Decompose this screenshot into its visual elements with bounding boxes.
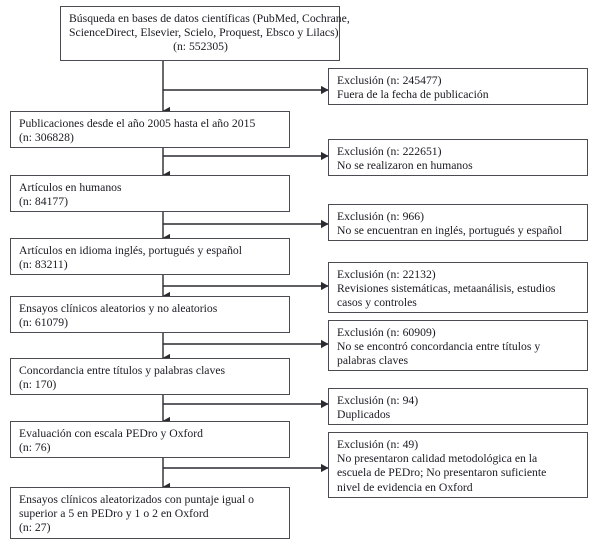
exclusion-box-excl-humans-line: No se realizaron en humanos [337,159,473,173]
exclusion-box-excl-humans: Exclusión (n: 222651)No se realizaron en… [328,139,588,176]
exclusion-box-excl-concordance: Exclusión (n: 60909)No se encontró conco… [328,320,588,371]
flow-box-humans-line: Artículos en humanos [19,181,122,194]
flow-box-included-line: superior a 5 en PEDro y 1 o 2 en Oxford [19,507,209,521]
exclusion-box-excl-design-line: Exclusión (n: 22132) [337,268,436,281]
exclusion-box-excl-language-line: Exclusión (n: 966) [337,210,424,223]
exclusion-box-excl-concordance-line: palabras claves [337,354,409,368]
flow-box-included: Ensayos clínicos aleatorizados con punta… [10,487,290,539]
exclusion-box-excl-design-line: Revisiones sistemáticas, metaanálisis, e… [337,282,556,296]
flow-box-languages-line: (n: 83211) [19,258,68,272]
flow-box-years-line: Publicaciones desde el año 2005 hasta el… [19,117,256,130]
flow-box-trials-line: (n: 61079) [19,316,69,330]
flow-box-search-line: ScienceDirect, Elsevier, Scielo, Proques… [69,26,339,40]
exclusion-box-excl-language-line: No se encuentran en inglés, portugués y … [337,224,563,238]
exclusion-box-excl-design: Exclusión (n: 22132)Revisiones sistemáti… [328,262,588,313]
flow-box-evaluation: Evaluación con escala PEDro y Oxford(n: … [10,421,290,458]
flow-box-included-line: Ensayos clínicos aleatorizados con punta… [19,493,254,506]
exclusion-box-excl-quality-line: nivel de evidencia en Oxford [337,480,473,494]
exclusion-box-excl-duplicates-line: Duplicados [337,408,391,422]
exclusion-box-excl-language: Exclusión (n: 966)No se encuentran en in… [328,204,588,241]
flow-box-languages-line: Artículos en idioma inglés, portugués y … [19,244,242,257]
flow-box-trials-line: Ensayos clínicos aleatorios y no aleator… [19,302,218,315]
exclusion-box-excl-humans-line: Exclusión (n: 222651) [337,145,442,158]
flow-box-humans: Artículos en humanos(n: 84177) [10,175,290,212]
flow-box-trials: Ensayos clínicos aleatorios y no aleator… [10,296,290,333]
exclusion-box-excl-quality-line: escuela de PEDro; No presentaron suficie… [337,466,547,480]
flow-box-evaluation-line: Evaluación con escala PEDro y Oxford [19,427,204,440]
flow-box-search-line: (n: 552305) [173,40,228,54]
exclusion-box-excl-quality-line: No presentaron calidad metodológica en l… [337,452,538,466]
flow-box-search-line: Búsqueda en bases de datos científicas (… [69,12,350,25]
exclusion-box-excl-design-line: casos y controles [337,296,417,310]
flow-box-years-line: (n: 306828) [19,131,74,145]
flow-box-years: Publicaciones desde el año 2005 hasta el… [10,111,290,148]
exclusion-box-excl-duplicates: Exclusión (n: 94)Duplicados [328,388,588,425]
exclusion-box-excl-quality: Exclusión (n: 49)No presentaron calidad … [328,432,588,498]
flow-box-evaluation-line: (n: 76) [19,441,51,455]
exclusion-box-excl-concordance-line: Exclusión (n: 60909) [337,326,436,339]
exclusion-box-excl-quality-line: Exclusión (n: 49) [337,438,419,451]
exclusion-box-excl-date-line: Exclusión (n: 245477) [337,74,442,87]
flow-box-concordance: Concordancia entre títulos y palabras cl… [10,358,290,395]
flow-box-included-line: (n: 27) [19,521,51,535]
flow-box-search: Búsqueda en bases de datos científicas (… [60,6,350,61]
exclusion-box-excl-date: Exclusión (n: 245477)Fuera de la fecha d… [328,68,588,105]
flow-box-concordance-line: (n: 170) [19,378,57,392]
flow-box-languages: Artículos en idioma inglés, portugués y … [10,238,290,275]
flow-box-humans-line: (n: 84177) [19,195,69,209]
exclusion-box-excl-duplicates-line: Exclusión (n: 94) [337,394,419,407]
exclusion-box-excl-date-line: Fuera de la fecha de publicación [337,88,489,102]
flow-box-concordance-line: Concordancia entre títulos y palabras cl… [19,364,226,377]
exclusion-box-excl-concordance-line: No se encontró concordancia entre título… [337,340,541,354]
